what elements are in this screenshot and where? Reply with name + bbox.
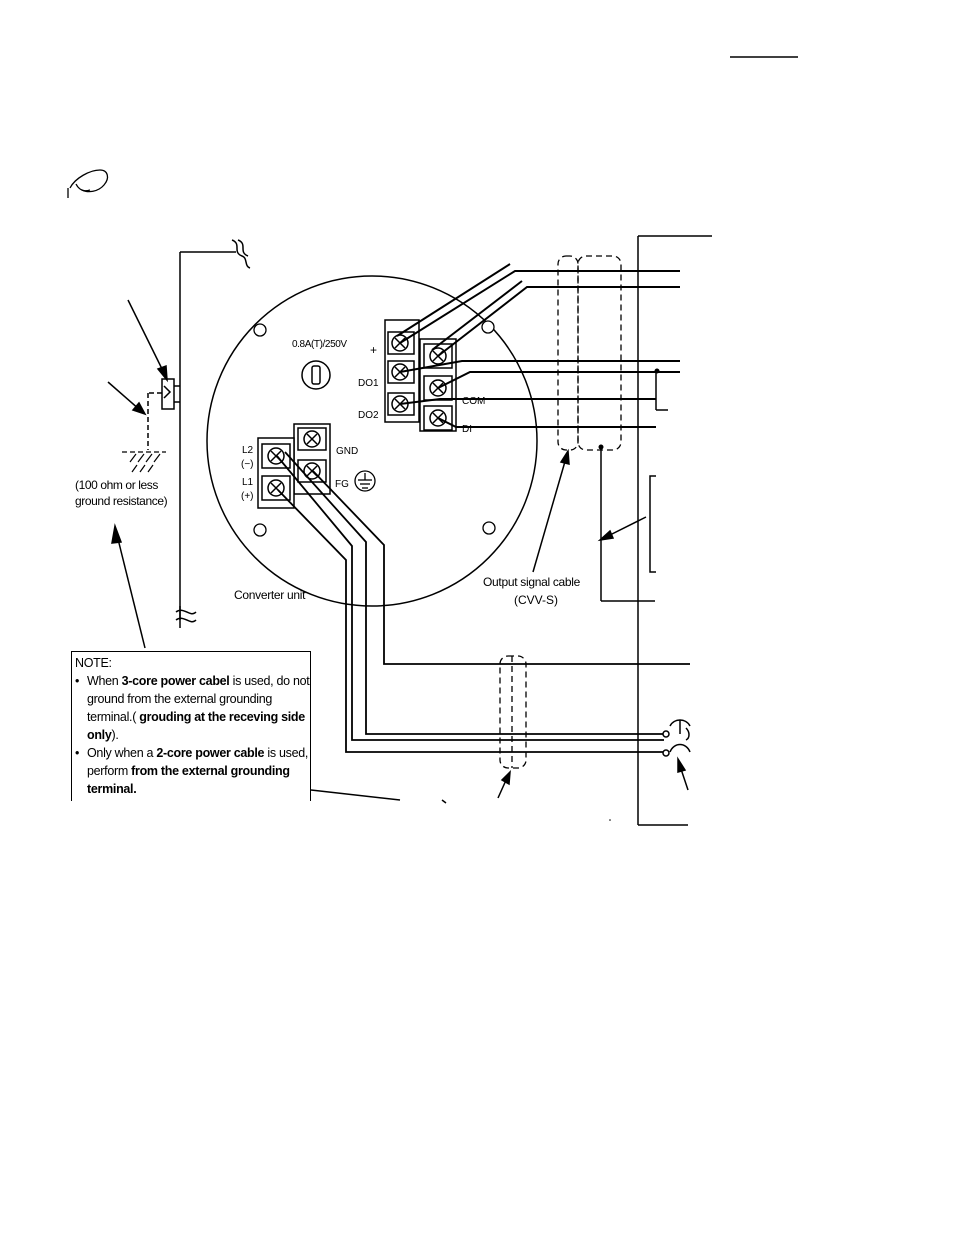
- receiver-power-terminals: [662, 719, 691, 757]
- pencil-mark-icon: [67, 169, 109, 198]
- terminal-l1-sign: (+): [241, 491, 254, 502]
- power-cable-shield: [499, 655, 527, 769]
- ground-resistance-line1: (100 ohm or less: [75, 478, 158, 492]
- earth-symbol-icon: [122, 451, 166, 473]
- mounting-plate: [175, 239, 251, 628]
- terminal-l2-sign: (−): [241, 459, 254, 470]
- output-cable-shield: [557, 255, 622, 451]
- terminal-do1-label: DO1: [358, 378, 379, 389]
- receiver-panel-outline: [637, 235, 712, 826]
- note-emphasis: 2-core power cable: [156, 746, 265, 760]
- note-text: When: [87, 674, 122, 688]
- output-cable-arrow: [532, 448, 570, 573]
- note-emphasis: from the external grounding terminal.: [87, 764, 290, 796]
- note-item-2-core: Only when a 2-core power cable is used, …: [75, 744, 310, 798]
- power-cable-arrow: [497, 770, 511, 799]
- terminal-l2-label: L2: [242, 445, 254, 456]
- ground-resistance-line2: ground resistance): [75, 494, 168, 508]
- note-text: ).: [111, 728, 119, 742]
- converter-unit-label: Converter unit: [234, 588, 306, 602]
- note-text: is used, perform: [87, 746, 309, 778]
- fuse-rating-label: 0.8A(T)/250V: [292, 339, 347, 350]
- ground-wire-dashed: [147, 392, 162, 450]
- note-text: Only when a: [87, 746, 157, 760]
- output-cable-label-1: Output signal cable: [483, 575, 581, 589]
- note-box: NOTE: When 3-core power cabel is used, d…: [71, 651, 311, 801]
- junction-dot: [654, 368, 660, 374]
- fuse-holder: [301, 360, 331, 390]
- receiver-terminal-arrow: [677, 756, 689, 791]
- shield-arrow: [597, 516, 647, 542]
- mounting-holes: [253, 320, 496, 537]
- note-title: NOTE:: [75, 656, 112, 670]
- output-cable-label-2: (CVV-S): [514, 593, 558, 607]
- note-text: is used, do not ground from the external…: [87, 674, 310, 724]
- shield-dot: [598, 444, 604, 450]
- terminal-plus-label: +: [370, 343, 377, 357]
- signal-wires: [396, 263, 680, 428]
- protective-earth-icon: [354, 470, 376, 492]
- note-item-3-core: When 3-core power cabel is used, do not …: [75, 672, 310, 744]
- external-grounding-terminal: [161, 378, 180, 410]
- note-emphasis: 3-core power cabel: [121, 674, 230, 688]
- terminal-gnd-label: GND: [336, 446, 358, 457]
- callout-arrows-left: [107, 299, 168, 649]
- shield-drain-wire: [600, 447, 655, 602]
- note-leader-line: [310, 789, 447, 804]
- terminal-com-label: COM: [462, 396, 485, 407]
- terminal-fg-label: FG: [335, 479, 349, 490]
- terminal-l1-label: L1: [242, 477, 254, 488]
- note-emphasis: grouding at the receving side only: [87, 710, 305, 742]
- terminal-di-label: DI: [462, 424, 472, 435]
- stray-dot: [609, 819, 611, 821]
- power-wires: [276, 451, 690, 753]
- terminal-do2-label: DO2: [358, 410, 379, 421]
